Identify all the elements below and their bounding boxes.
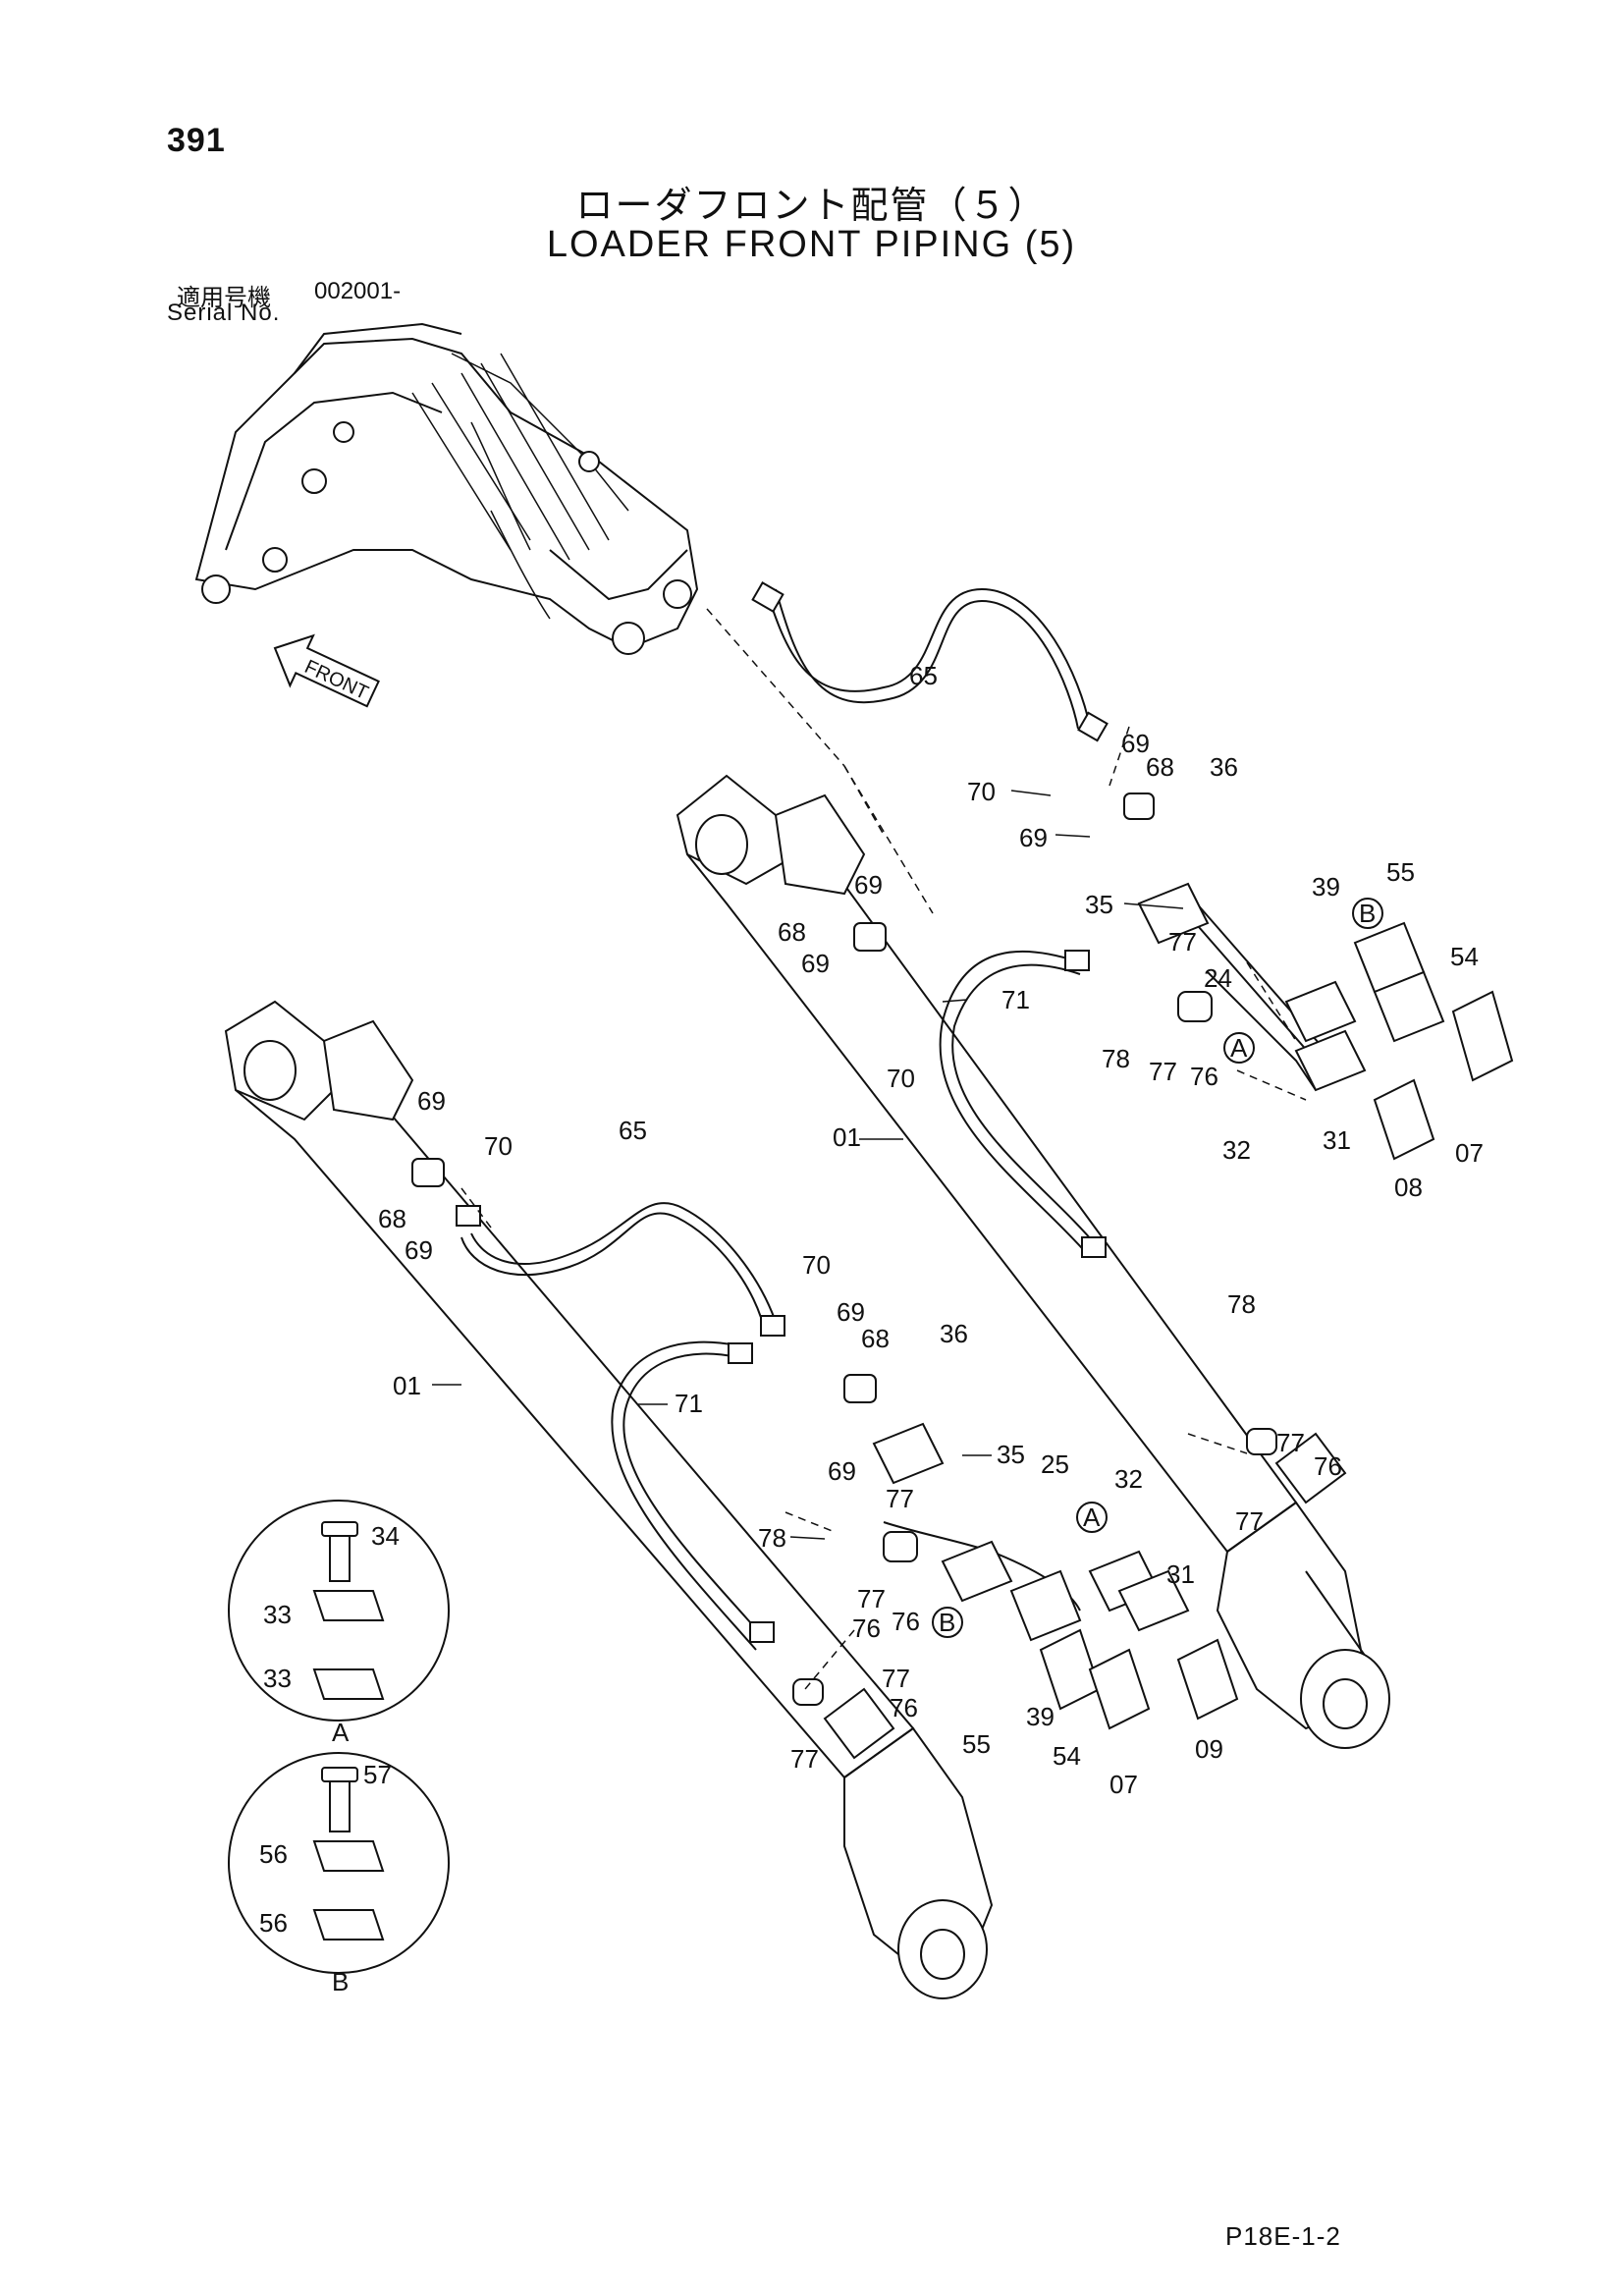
callout-01-lower: 01 (393, 1371, 421, 1400)
callout-24: 24 (1204, 963, 1232, 993)
serial-number-value: 002001- (314, 278, 402, 304)
inset-detail-a: 34 33 33 A (228, 1500, 450, 1747)
callout-70-left-a: 70 (484, 1131, 513, 1161)
callout-25: 25 (1041, 1449, 1069, 1479)
callout-32-lower: 32 (1114, 1464, 1143, 1494)
callout-31-upper: 31 (1323, 1125, 1351, 1155)
leader-lines (432, 790, 1184, 1540)
callout-35-upper: 35 (1085, 890, 1113, 919)
callout-07-lower: 07 (1109, 1770, 1138, 1799)
inset-b-clamp-upper-label: 56 (259, 1839, 288, 1869)
callout-71-upper: 71 (1001, 985, 1030, 1014)
overview-loader-front (194, 322, 699, 655)
callout-36-lower: 36 (940, 1319, 968, 1348)
inset-a-clamp-lower-label: 33 (263, 1664, 292, 1693)
callout-70-upper-a: 70 (967, 777, 996, 806)
callout-69-lower-a: 69 (837, 1297, 865, 1327)
callout-76-right: 76 (1314, 1451, 1342, 1481)
callout-55-upper: 55 (1386, 857, 1415, 887)
callout-77-upper-a: 77 (1168, 927, 1197, 957)
callout-69-upper-b: 69 (1019, 823, 1048, 852)
callout-65-upper: 65 (909, 661, 938, 690)
footer-code: P18E-1-2 (1225, 2221, 1341, 2251)
callout-78-right: 78 (1227, 1289, 1256, 1319)
callout-69-upper-d: 69 (801, 949, 830, 978)
callout-09: 09 (1195, 1734, 1223, 1764)
cylinder-lower-left (224, 1000, 994, 1999)
callout-77-lower-d: 77 (790, 1744, 819, 1774)
callout-77-right-b: 77 (1235, 1506, 1264, 1536)
inset-b-label: B (332, 1967, 349, 1996)
callout-76-lower-a: 76 (892, 1607, 920, 1636)
inset-a-clamp-upper-label: 33 (263, 1600, 292, 1629)
callout-69-upper-a: 69 (1121, 729, 1150, 758)
callout-65-lower: 65 (619, 1116, 647, 1145)
callout-78-upper: 78 (1102, 1044, 1130, 1073)
callout-68-left: 68 (378, 1204, 406, 1233)
callout-69-left-a: 69 (417, 1086, 446, 1116)
inset-a-label: A (332, 1718, 350, 1747)
serial-label-english: Serial No. (167, 300, 281, 326)
callout-76-upper: 76 (1190, 1062, 1218, 1091)
callout-68-upper-b: 68 (778, 917, 806, 947)
callout-76-lower-c: 76 (890, 1693, 918, 1722)
callout-69-upper-c: 69 (854, 870, 883, 900)
callout-68-upper-a: 68 (1146, 752, 1174, 782)
callout-70-upper-b: 70 (887, 1064, 915, 1093)
callout-39-upper: 39 (1312, 872, 1340, 902)
callout-b-lower: B (939, 1608, 955, 1637)
callout-54-upper: 54 (1450, 942, 1479, 971)
callout-71-lower: 71 (675, 1389, 703, 1418)
callout-31-lower: 31 (1166, 1559, 1195, 1589)
callout-76-lower-b: 76 (852, 1613, 881, 1643)
callout-77-lower-b: 77 (857, 1584, 886, 1613)
cylinder-upper-right (676, 774, 1390, 1749)
callout-07-upper: 07 (1455, 1138, 1484, 1168)
callout-08: 08 (1394, 1173, 1423, 1202)
callout-35-lower: 35 (997, 1440, 1025, 1469)
inset-b-clamp-lower-label: 56 (259, 1908, 288, 1938)
callout-77-lower-c: 77 (882, 1664, 910, 1693)
callout-77-upper-b: 77 (1149, 1057, 1177, 1086)
fittings (411, 580, 1514, 1730)
inset-detail-b: 57 56 56 B (228, 1752, 450, 1996)
callout-69-lower-b: 69 (828, 1456, 856, 1486)
callout-55-lower: 55 (962, 1729, 991, 1759)
callout-39-lower: 39 (1026, 1702, 1055, 1731)
inset-a-bolt-label: 34 (371, 1521, 400, 1551)
inset-b-bolt-label: 57 (363, 1760, 392, 1789)
title-english: LOADER FRONT PIPING (5) (546, 224, 1077, 265)
callout-01-upper: 01 (833, 1122, 861, 1152)
callout-77-lower-a: 77 (886, 1484, 914, 1513)
serial-label-japanese: 適用号機 (177, 285, 271, 311)
callout-54-lower: 54 (1053, 1741, 1081, 1771)
callout-a-upper: A (1230, 1033, 1248, 1063)
callout-77-right-a: 77 (1276, 1428, 1305, 1457)
callout-68-lower: 68 (861, 1324, 890, 1353)
callout-a-lower: A (1083, 1503, 1101, 1532)
callout-78-lower-a: 78 (758, 1523, 786, 1553)
callout-36-upper: 36 (1210, 752, 1238, 782)
callout-70-lower-a: 70 (802, 1250, 831, 1280)
dashed-connectors (460, 608, 1307, 1690)
title-japanese: ローダフロント配管（５） (575, 186, 1048, 227)
callout-b-upper: B (1359, 899, 1376, 928)
page-number: 391 (167, 122, 226, 159)
callout-69-left-b: 69 (405, 1235, 433, 1265)
callout-32-upper: 32 (1222, 1135, 1251, 1165)
front-direction-arrow: FRONT (273, 633, 380, 708)
